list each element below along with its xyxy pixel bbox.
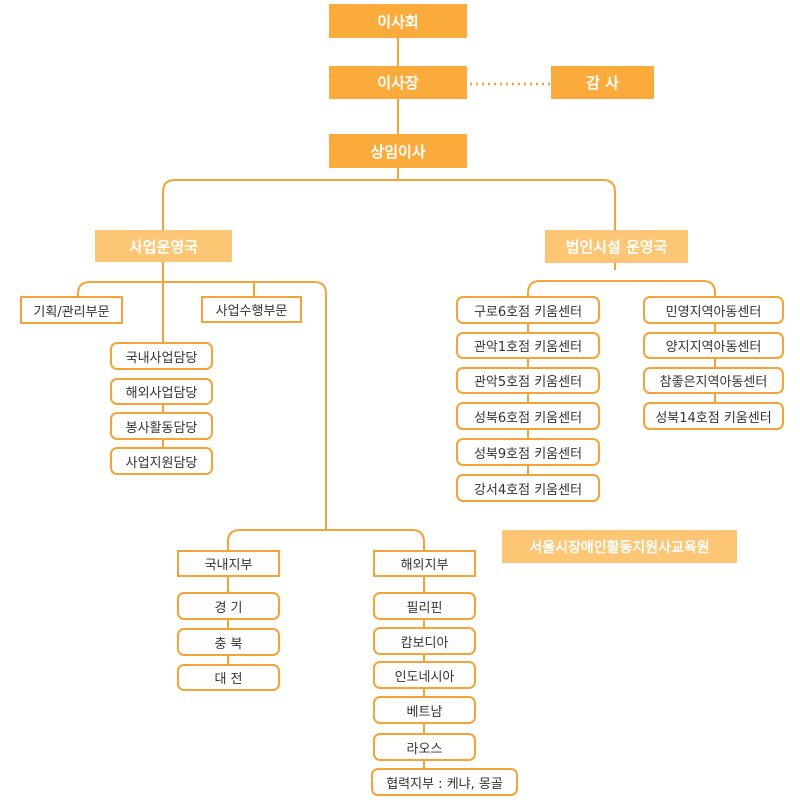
domestic-branch-chungbuk: 충 북 — [177, 628, 280, 656]
center-guro6: 구로6호점 키움센터 — [456, 296, 600, 324]
center-gwanak1: 관악1호점 키움센터 — [456, 332, 600, 359]
center-gwanak5: 관악5호점 키움센터 — [456, 367, 600, 394]
overseas-branch-indonesia: 인도네시아 — [373, 661, 476, 689]
overseas-branch-box: 해외지부 — [373, 550, 476, 577]
domestic-branch-daejeon: 대 전 — [177, 664, 280, 691]
auditor-box: 감 사 — [551, 66, 654, 99]
overseas-branch-cambodia: 캄보디아 — [373, 627, 476, 655]
center-chamjoeun: 참좋은지역아동센터 — [643, 367, 784, 394]
project-division-box: 사업수행부문 — [201, 296, 302, 323]
center-seongbuk9: 성북9호점 키움센터 — [456, 438, 600, 466]
manager-volunteer: 봉사활동담당 — [110, 412, 213, 440]
chairman-box: 이사장 — [329, 66, 467, 99]
center-gangseo4: 강서4호점 키움센터 — [456, 474, 600, 502]
connector-business-split — [77, 262, 327, 530]
managing-director-box: 상임이사 — [329, 134, 467, 168]
manager-overseas-business: 해외사업담당 — [110, 378, 213, 405]
center-yangji: 양지지역아동센터 — [643, 332, 784, 359]
education-center-box: 서울시장애인활동지원사교육원 — [502, 530, 737, 563]
overseas-branch-philippines: 필리핀 — [373, 592, 476, 620]
business-bureau-box: 사업운영국 — [95, 230, 232, 262]
facility-bureau-box: 법인시설 운영국 — [545, 230, 688, 263]
domestic-branch-box: 국내지부 — [177, 550, 280, 577]
manager-project-support: 사업지원담당 — [110, 447, 213, 475]
overseas-branch-partners: 협력지부 : 케냐, 몽골 — [371, 768, 518, 796]
connector-branch-split — [227, 529, 425, 768]
overseas-branch-laos: 라오스 — [373, 733, 476, 761]
connector-facility-split — [527, 263, 716, 474]
board-box: 이사회 — [329, 4, 467, 38]
connector-managing-branch — [162, 168, 616, 230]
center-seongbuk14: 성북14호점 키움센터 — [643, 402, 784, 430]
manager-domestic-business: 국내사업담당 — [110, 342, 213, 370]
center-seongbuk6: 성북6호점 키움센터 — [456, 402, 600, 430]
center-minyoung: 민영지역아동센터 — [643, 296, 784, 324]
domestic-branch-gyeonggi: 경 기 — [177, 592, 280, 620]
overseas-branch-vietnam: 베트남 — [373, 696, 476, 724]
planning-division-box: 기획/관리부문 — [20, 296, 123, 324]
